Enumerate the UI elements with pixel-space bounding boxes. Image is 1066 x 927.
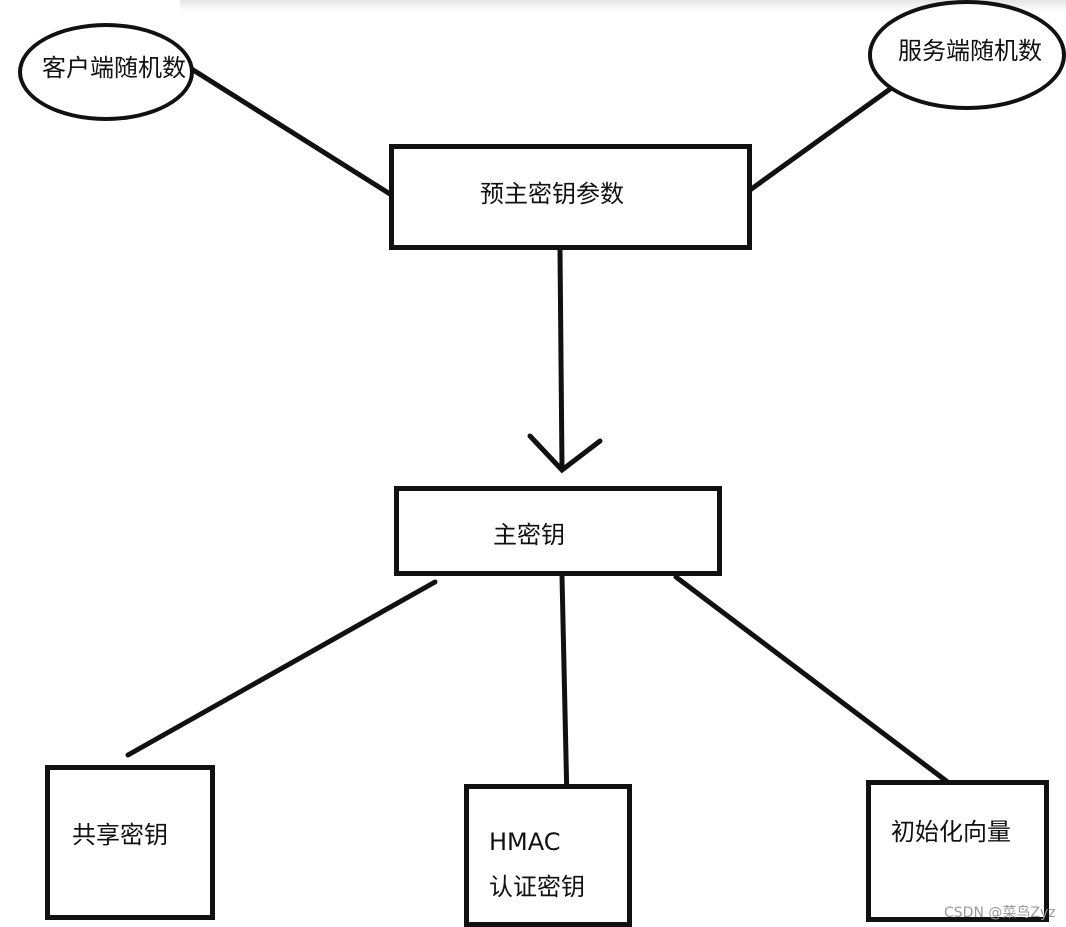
hmac-sub-label: 认证密钥: [489, 873, 585, 901]
edge-master-to-hmac: [559, 573, 570, 805]
client-random-label: 客户端随机数: [42, 54, 186, 82]
edge-premaster-to-master: [557, 247, 565, 471]
arrowhead: [527, 433, 603, 474]
edge-master-to-shared: [125, 579, 438, 758]
shared-key-label: 共享密钥: [72, 821, 168, 849]
init-vector-label: 初始化向量: [891, 818, 1011, 846]
pre-master-key-label: 预主密钥参数: [480, 180, 624, 208]
client-random-node: [18, 23, 194, 121]
master-key-box: [394, 486, 722, 576]
hmac-key-box: [464, 784, 632, 927]
window-top-shadow: [180, 0, 1066, 12]
pre-master-key-box: [389, 144, 752, 250]
csdn-watermark: CSDN @菜鸟Zyz: [944, 905, 1056, 921]
edge-server-to-premaster: [747, 81, 900, 193]
server-random-label: 服务端随机数: [898, 37, 1042, 65]
edge-client-to-premaster: [187, 65, 393, 197]
master-key-label: 主密钥: [493, 521, 565, 549]
hmac-title-label: HMAC: [489, 828, 561, 856]
init-vector-box: [866, 780, 1049, 922]
shared-key-box: [45, 765, 215, 920]
edge-master-to-iv: [673, 574, 956, 789]
server-random-node: [868, 0, 1066, 110]
